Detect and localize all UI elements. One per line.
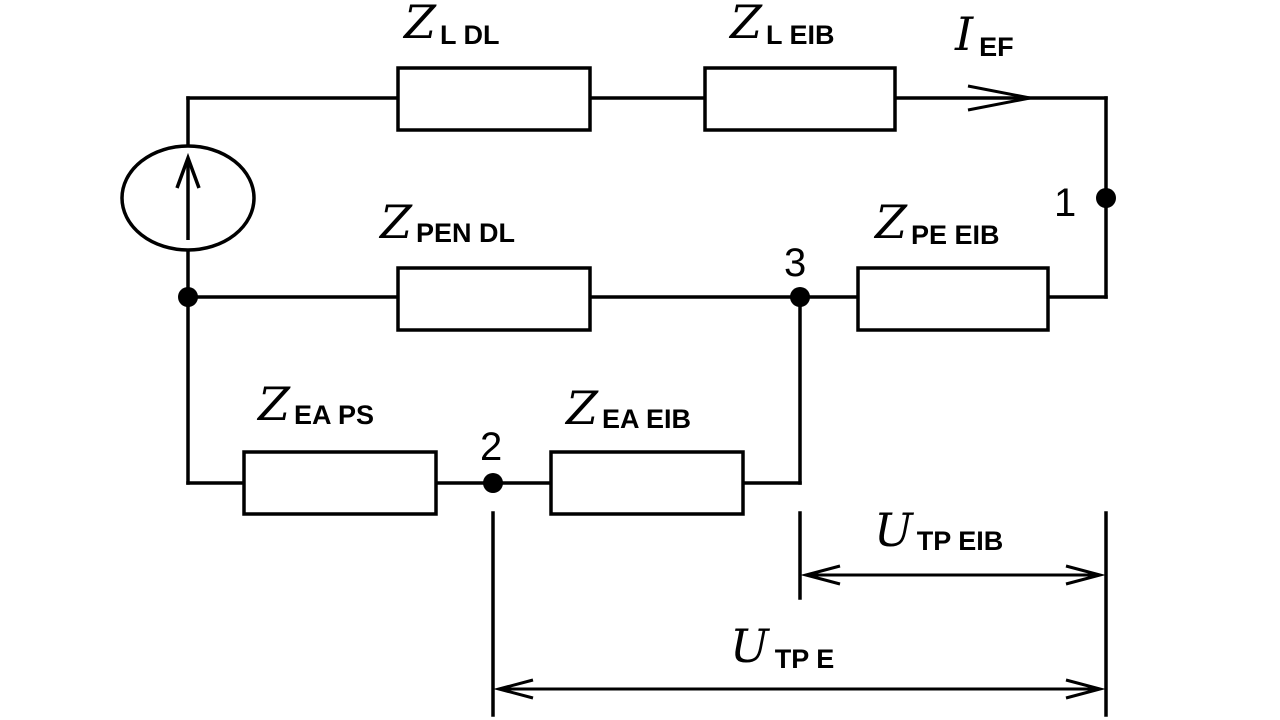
node-label-1: 1	[1054, 181, 1076, 225]
resistor-z-l-dl	[396, 66, 592, 132]
node-dot-left	[178, 287, 198, 307]
current-arrow	[967, 84, 1031, 112]
arrow-u-tp-e	[493, 678, 1106, 700]
resistor-z-ea-eib	[549, 450, 745, 516]
arrow-u-tp-eib	[800, 564, 1106, 586]
voltage-source	[120, 144, 256, 252]
resistor-z-pe-eib	[856, 266, 1050, 332]
node-dot-2	[483, 473, 503, 493]
node-dot-3	[790, 287, 810, 307]
resistor-z-ea-ps	[242, 450, 438, 516]
resistor-z-l-eib	[703, 66, 897, 132]
resistor-z-pen-dl	[396, 266, 592, 332]
node-label-2: 2	[480, 425, 502, 469]
node-label-3: 3	[784, 241, 806, 285]
node-dot-1	[1096, 188, 1116, 208]
